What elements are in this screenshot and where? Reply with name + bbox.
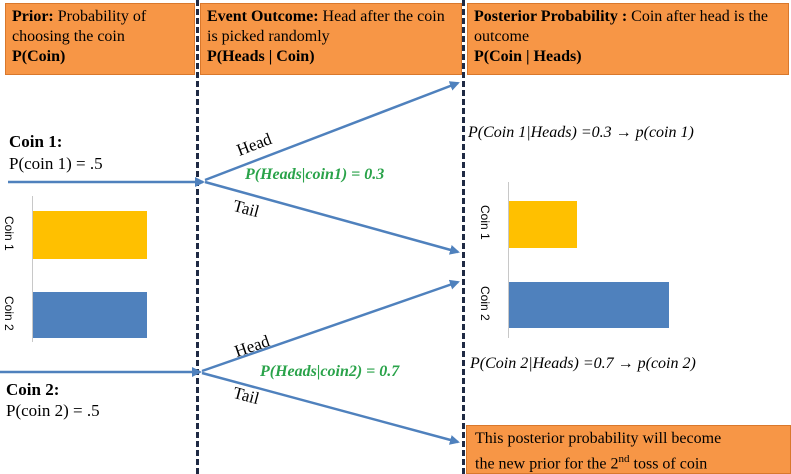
prior-text: Probability of choosing the coin [12,8,147,45]
note-line2-pre: the new prior for the 2 [475,455,619,473]
prior-title: Prior: [12,8,54,25]
coin1-prob: P(coin 1) = .5 [9,154,103,173]
prior-header: Prior: Probability of choosing the coin … [5,3,195,75]
coin1-tail-arrow [204,180,460,255]
event-title: Event Outcome: [207,8,319,25]
coin2-title: Coin 2: [6,380,60,399]
event-formula: P(Heads | Coin) [207,48,315,65]
separator-right [462,0,465,474]
coin1-likelihood: P(Heads|coin1) = 0.3 [245,166,385,183]
coin2-head-arrow [201,279,460,373]
posterior-axis [508,182,509,338]
note-line2-sup: nd [618,453,630,465]
posterior-bar-coin2-label: Coin 2 [478,286,492,321]
posterior-title: Posterior Probability : [474,8,628,25]
prior-bar-coin2-label: Coin 2 [2,296,16,331]
coin1-title: Coin 1: [9,132,63,151]
event-text: Head after the coin is picked randomly [207,8,445,45]
note-line1: This posterior probability will become [475,430,722,447]
coin2-posterior: P(Coin 2|Heads) =0.7 → p(coin 2) [470,355,696,372]
posterior-bar-coin1-label: Coin 1 [478,205,492,240]
prior-formula: P(Coin) [12,48,66,65]
posterior-formula: P(Coin | Heads) [474,48,582,65]
coin2-likelihood: P(Heads|coin2) = 0.7 [260,363,400,380]
coin1-posterior: P(Coin 1|Heads) =0.3 → p(coin 1) [468,124,694,141]
prior-bar-coin1 [33,211,147,259]
coin1-head-arrow [204,81,460,182]
separator-left [196,0,199,474]
coin2-prob: P(coin 2) = .5 [6,401,100,420]
posterior-note: This posterior probability will become t… [466,425,791,474]
prior-bar-coin1-label: Coin 1 [2,216,16,251]
event-header: Event Outcome: Head after the coin is pi… [200,3,462,75]
posterior-bar-coin1 [509,201,578,248]
posterior-text: Coin after head is the outcome [474,8,769,45]
coin2-tail-arrow [201,371,460,445]
note-line2-post: toss of coin [629,455,708,473]
posterior-bar-coin2 [509,282,669,328]
prior-bar-coin2 [33,292,147,338]
prior-axis [32,196,33,342]
posterior-header: Posterior Probability : Coin after head … [467,3,789,75]
